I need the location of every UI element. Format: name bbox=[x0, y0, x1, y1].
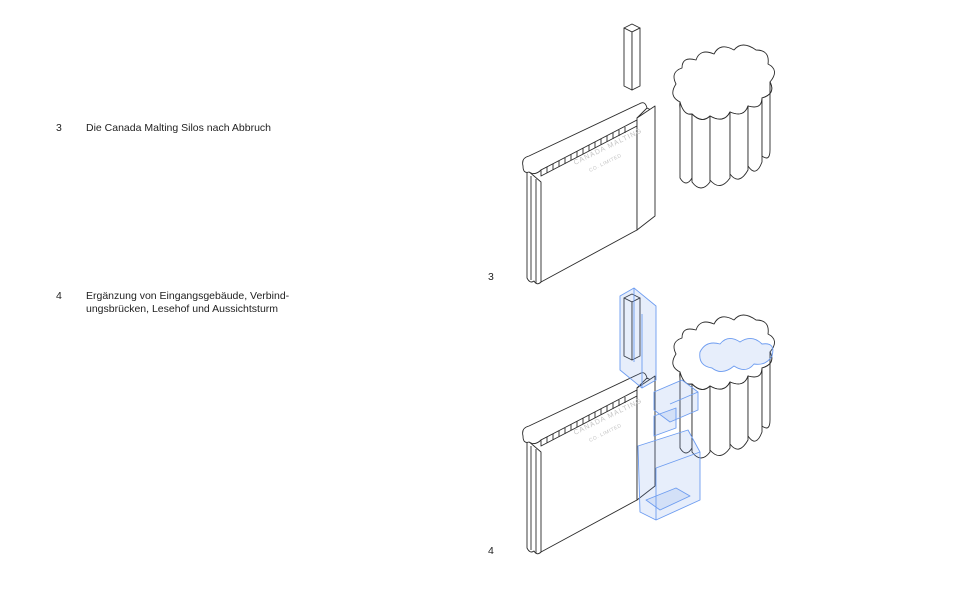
caption-4-text: Ergänzung von Eingangsgebäude, Verbind- … bbox=[86, 290, 290, 315]
figure-4-drawing bbox=[522, 287, 776, 555]
caption-3-number: 3 bbox=[56, 122, 62, 134]
figure-number-3: 3 bbox=[488, 271, 494, 283]
figure-number-4: 4 bbox=[488, 545, 494, 557]
new-additions bbox=[619, 287, 774, 521]
caption-4-number: 4 bbox=[56, 290, 62, 302]
figure-3-drawing bbox=[522, 23, 776, 285]
caption-3-text: Die Canada Malting Silos nach Abbruch bbox=[86, 122, 272, 134]
